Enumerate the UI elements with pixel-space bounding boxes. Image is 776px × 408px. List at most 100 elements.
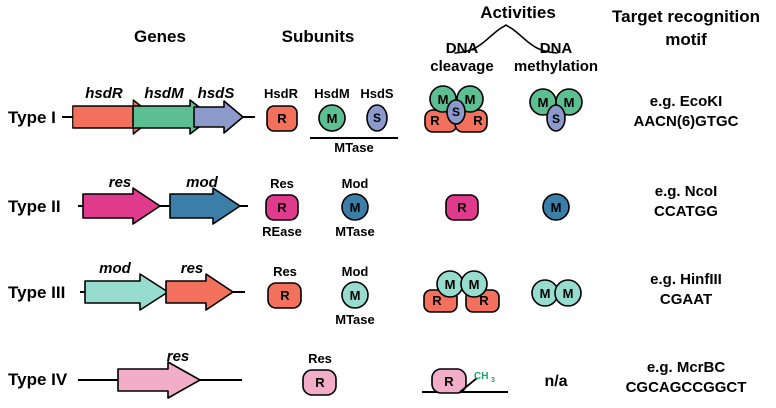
gene-label-hsdR: hsdR — [85, 85, 123, 102]
row-label-type-iv: Type IV — [8, 370, 68, 389]
target-organism-type-iii: e.g. HinfIII — [650, 271, 722, 288]
target-motif-type-iii: CGAAT — [660, 291, 712, 308]
cleavage-subunit-R-type-ii — [445, 194, 479, 221]
subunit-name-Res-iv: Res — [308, 351, 332, 366]
gene-arrow-mod-iii — [84, 273, 169, 311]
gene-arrow-hsdS — [193, 100, 244, 134]
target-motif-type-iv: CGCAGCCGGCT — [626, 379, 747, 396]
cleavage-complex-type-iv: R CH 3 — [422, 368, 508, 394]
methylation-subunit-S — [546, 104, 566, 132]
header-dna-methylation-line1: DNA — [540, 40, 573, 57]
subunit-letter-HsdS: S — [373, 111, 381, 125]
methylation-subunit-M-right-iii — [554, 279, 582, 307]
header-dna-cleavage-line1: DNA — [446, 40, 479, 57]
methyl-group-subscript: 3 — [491, 377, 495, 384]
subunit-shape-Res-ii — [265, 194, 299, 221]
cleavage-subunit-R-type-iv — [431, 368, 467, 394]
row-type-iv: Type IV res Res R R CH 3 n/a e.g. McrBC … — [8, 348, 747, 399]
subunit-shape-HsdM — [318, 104, 346, 132]
cleavage-subunit-M-right-iii — [460, 270, 488, 298]
subunit-shape-Res-iii — [267, 282, 302, 309]
methyl-group-label: CH — [474, 371, 488, 382]
cleavage-letter-R-type-iv: R — [444, 374, 454, 389]
cleavage-letter-S: S — [452, 105, 460, 119]
subunit-letter-Res-iv: R — [315, 375, 325, 390]
subunit-name-Res-iii: Res — [273, 264, 297, 279]
gene-label-res-ii: res — [109, 174, 132, 191]
subunit-letter-HsdR: R — [277, 111, 287, 126]
gene-arrow-res-iii — [165, 273, 234, 311]
gene-label-mod-ii: mod — [186, 174, 219, 191]
cleavage-letter-R-right-iii: R — [479, 293, 489, 308]
subunit-letter-Mod-iii: M — [350, 288, 361, 303]
methyl-bond-line-type-iv — [459, 377, 478, 393]
row-type-iii: Type III mod res Res R Mod M MTase R R M… — [8, 260, 722, 327]
row-type-ii: Type II res mod Res R REase Mod M MTase … — [8, 174, 718, 239]
methylation-letter-M-right: M — [564, 95, 575, 110]
gene-label-res-iv: res — [167, 348, 190, 365]
subunit-shape-Mod-iii — [341, 281, 369, 309]
methylation-letter-S: S — [552, 112, 560, 126]
subunit-name-Res-ii: Res — [270, 176, 294, 191]
activities-bracket — [454, 24, 558, 54]
gene-arrow-res-iv — [117, 361, 201, 399]
cleavage-subunit-S — [446, 99, 466, 125]
gene-label-res-iii: res — [181, 260, 204, 277]
subunit-letter-Res-iii: R — [280, 288, 290, 303]
header-subunits: Subunits — [282, 27, 355, 46]
target-organism-type-i: e.g. EcoKI — [650, 93, 723, 110]
header-activities: Activities — [480, 3, 556, 22]
cleavage-letter-R-type-ii: R — [457, 200, 467, 215]
methylation-letter-M-type-ii: M — [551, 200, 562, 215]
subunit-letter-HsdM: M — [327, 111, 338, 126]
subunit-name-Mod-iii: Mod — [342, 264, 369, 279]
subunit-letter-Mod-ii: M — [350, 200, 361, 215]
methylation-letter-M-right-iii: M — [563, 286, 574, 301]
header-genes: Genes — [134, 27, 186, 46]
row-label-type-i: Type I — [8, 108, 56, 127]
cleavage-letter-M-right-iii: M — [469, 277, 480, 292]
row-label-type-iii: Type III — [8, 283, 65, 302]
subunit-sublabel-Mod-ii: MTase — [335, 224, 375, 239]
subunit-name-HsdS: HsdS — [360, 86, 394, 101]
methylation-letter-M-left-iii: M — [540, 286, 551, 301]
gene-arrow-res-ii — [82, 187, 161, 225]
target-motif-type-i: AACN(6)GTGC — [634, 113, 739, 130]
header-target-line2: motif — [665, 30, 707, 49]
target-motif-type-ii: CCATGG — [654, 203, 718, 220]
subunit-letter-Res-ii: R — [277, 200, 287, 215]
cleavage-letter-M-right: M — [465, 92, 476, 107]
subunit-name-HsdM: HsdM — [314, 86, 349, 101]
subunit-shape-HsdS — [366, 104, 388, 132]
subunit-shape-Res-iv — [302, 369, 337, 396]
methylation-subunit-M-type-ii — [542, 193, 570, 221]
gene-label-hsdM: hsdM — [144, 85, 184, 102]
mtase-bracket-label-type-i: MTase — [334, 140, 374, 155]
cleavage-letter-R-left-iii: R — [432, 293, 442, 308]
cleavage-letter-M-left-iii: M — [445, 277, 456, 292]
gene-label-hsdS: hsdS — [198, 85, 235, 102]
row-type-i: Type I hsdR hsdM hsdS HsdR R HsdM M HsdS… — [8, 85, 739, 155]
subunit-shape-Mod-ii — [341, 193, 369, 221]
row-label-type-ii: Type II — [8, 197, 61, 216]
gene-arrow-mod-ii — [169, 187, 241, 225]
gene-label-mod-iii: mod — [99, 260, 132, 277]
subunit-shape-HsdR — [266, 105, 298, 132]
subunit-sublabel-Mod-iii: MTase — [335, 312, 375, 327]
subunit-sublabel-Res-ii: REase — [262, 224, 302, 239]
cleavage-letter-M-left: M — [438, 92, 449, 107]
methylation-complex-type-iii: M M — [531, 279, 582, 307]
target-organism-type-iv: e.g. McrBC — [647, 359, 726, 376]
cleavage-complex-type-i: R R M M S — [424, 85, 488, 133]
methylation-na-type-iv: n/a — [544, 373, 567, 390]
subunit-name-Mod-ii: Mod — [342, 176, 369, 191]
cleavage-complex-type-iii: R R M M — [423, 270, 500, 313]
header-dna-methylation-line2: methylation — [514, 58, 598, 75]
cleavage-letter-R-left: R — [430, 113, 440, 128]
header-target-line1: Target recognition — [612, 7, 760, 26]
target-organism-type-ii: e.g. NcoI — [655, 183, 718, 200]
methylation-letter-M-left: M — [538, 95, 549, 110]
header-dna-cleavage-line2: cleavage — [430, 58, 493, 75]
subunit-name-HsdR: HsdR — [264, 86, 299, 101]
